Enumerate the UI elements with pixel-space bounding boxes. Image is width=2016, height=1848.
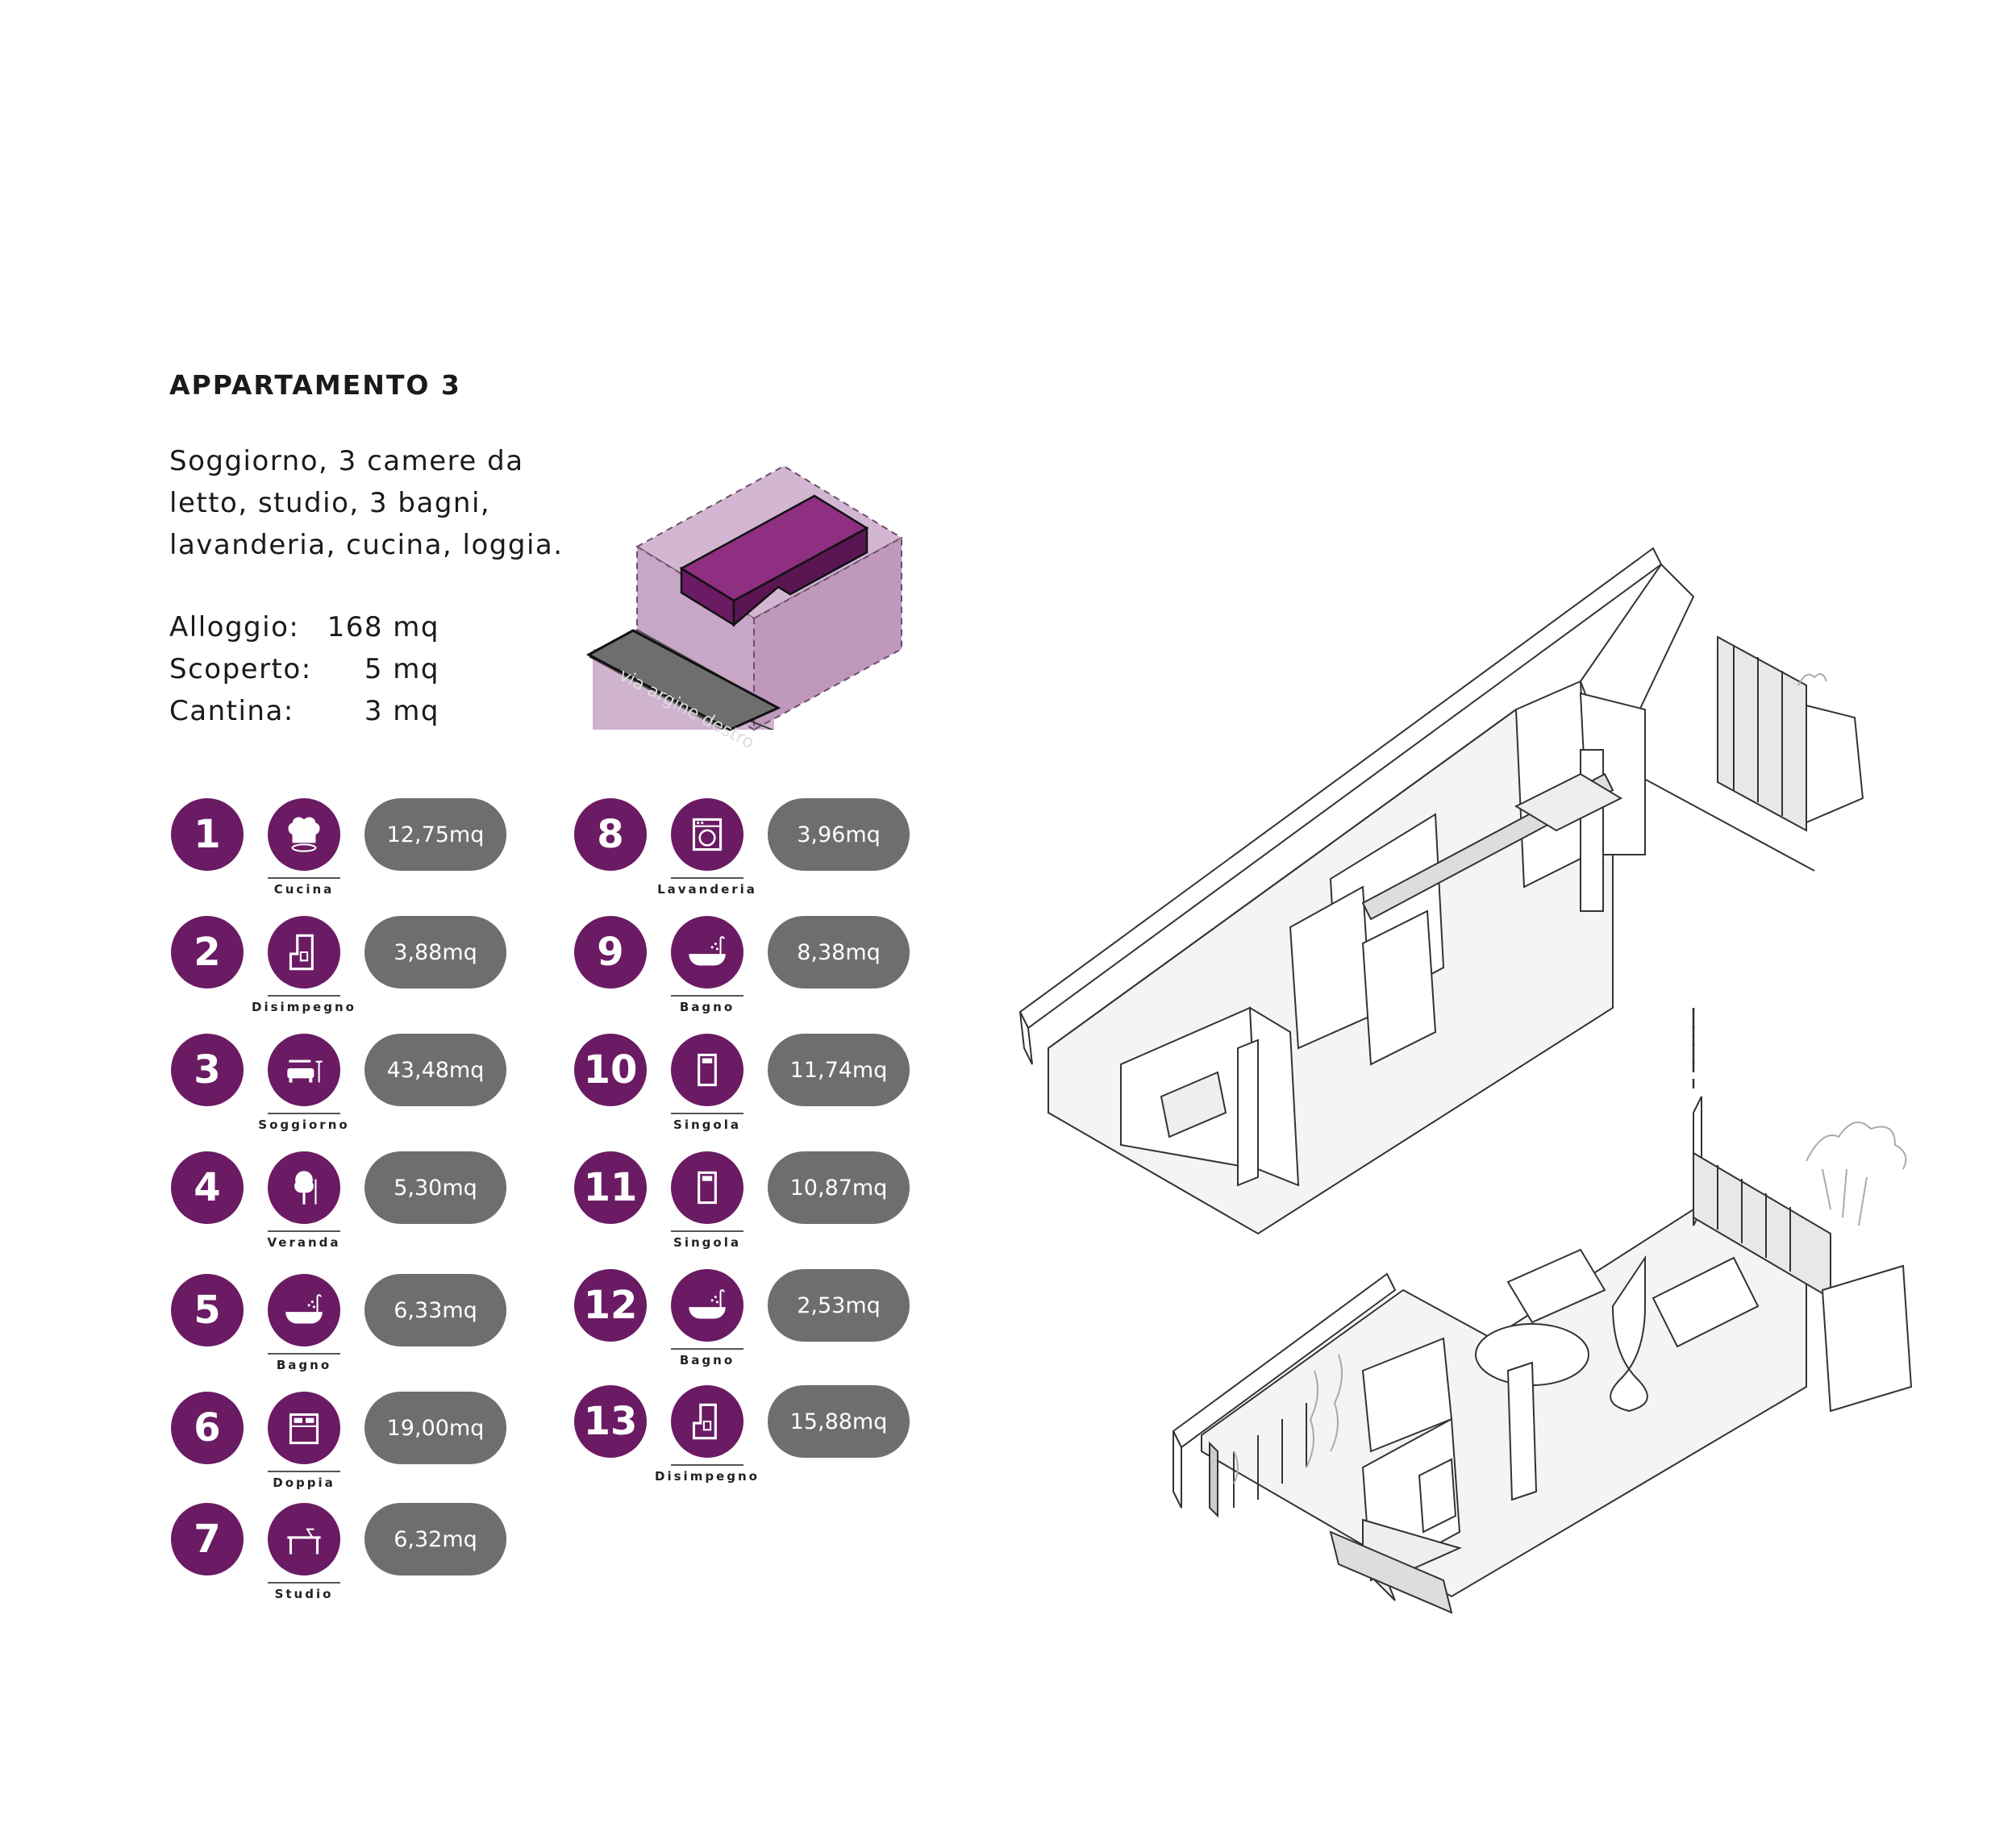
icon-underline [268,1230,340,1232]
room-number-badge: 4 [171,1151,244,1224]
single-bed-icon [671,1151,744,1224]
bathtub-icon [671,916,744,989]
room-area-pill: 3,88mq [364,916,506,989]
room-number-badge: 7 [171,1503,244,1575]
description-line: letto, studio, 3 bagni, [169,487,491,519]
icon-underline [268,877,340,879]
chef-hat-icon [268,798,340,871]
street-strip [585,629,781,731]
icon-underline [268,1582,340,1584]
room-number-badge: 3 [171,1034,244,1106]
tree-icon [268,1151,340,1224]
description-line: lavanderia, cucina, loggia. [169,529,564,561]
room-area-pill: 3,96mq [768,798,910,871]
room-name: Disimpegno [655,1469,760,1484]
room-name: Doppia [273,1475,335,1490]
room-area-pill: 19,00mq [364,1392,506,1464]
page-title: APPARTAMENTO 3 [169,369,461,401]
apartment-description: Soggiorno, 3 camere da letto, studio, 3 … [169,440,564,566]
icon-underline [268,1471,340,1472]
room-area-pill: 6,32mq [364,1503,506,1575]
area-row-scoperto: Scoperto: 5 mq [169,648,439,690]
desk-icon [268,1503,340,1575]
area-summary: Alloggio: 168 mq Scoperto: 5 mq Cantina:… [169,606,439,732]
room-area-pill: 15,88mq [768,1385,910,1458]
room-number-badge: 11 [574,1151,647,1224]
icon-underline [671,1230,744,1232]
room-number-badge: 9 [574,916,647,989]
area-label: Scoperto: [169,653,312,685]
double-bed-icon [268,1392,340,1464]
icon-underline [268,1353,340,1355]
room-name: Disimpegno [252,1000,356,1014]
icon-underline [671,1113,744,1114]
vegetation [1233,673,1907,1484]
room-number-badge: 6 [171,1392,244,1464]
area-row-cantina: Cantina: 3 mq [169,690,439,732]
area-value: 168 mq [327,611,439,643]
bathtub-icon [268,1274,340,1346]
area-value: 5 mq [364,653,439,685]
room-number-badge: 2 [171,916,244,989]
area-row-alloggio: Alloggio: 168 mq [169,606,439,648]
icon-underline [671,995,744,997]
room-name: Lavanderia [657,882,757,897]
room-area-pill: 11,74mq [768,1034,910,1106]
highlighted-apartment-volume [679,494,869,627]
room-number-badge: 10 [574,1034,647,1106]
icon-underline [268,995,340,997]
room-number-badge: 12 [574,1269,647,1342]
room-area-pill: 6,33mq [364,1274,506,1346]
room-name: Studio [274,1587,334,1601]
room-area-pill: 10,87mq [768,1151,910,1224]
room-name: Veranda [267,1235,341,1250]
room-number-badge: 5 [171,1274,244,1346]
area-label: Alloggio: [169,611,300,643]
description-line: Soggiorno, 3 camere da [169,445,524,477]
room-name: Cucina [273,882,335,897]
sofa-icon [268,1034,340,1106]
room-area-pill: 43,48mq [364,1034,506,1106]
washing-machine-icon [671,798,744,871]
icon-underline [671,1464,744,1466]
icon-underline [671,1348,744,1350]
room-name: Bagno [276,1358,332,1372]
room-area-pill: 8,38mq [768,916,910,989]
corridor-plan-icon [671,1385,744,1458]
room-name: Bagno [679,1000,735,1014]
room-name: Singola [673,1118,741,1132]
upper-floor-axonometric [1018,547,1864,1235]
room-area-pill: 5,30mq [364,1151,506,1224]
room-name: Soggiorno [258,1118,350,1132]
room-number-badge: 1 [171,798,244,871]
lower-floor-axonometric [1172,1096,1913,1614]
icon-underline [268,1113,340,1114]
room-name: Bagno [679,1353,735,1367]
icon-underline [671,877,744,879]
room-area-pill: 2,53mq [768,1269,910,1342]
corridor-plan-icon [268,916,340,989]
room-number-badge: 13 [574,1385,647,1458]
single-bed-icon [671,1034,744,1106]
room-area-pill: 12,75mq [364,798,506,871]
bathtub-icon [671,1269,744,1342]
room-name: Singola [673,1235,741,1250]
room-number-badge: 8 [574,798,647,871]
area-label: Cantina: [169,695,294,727]
area-value: 3 mq [364,695,439,727]
